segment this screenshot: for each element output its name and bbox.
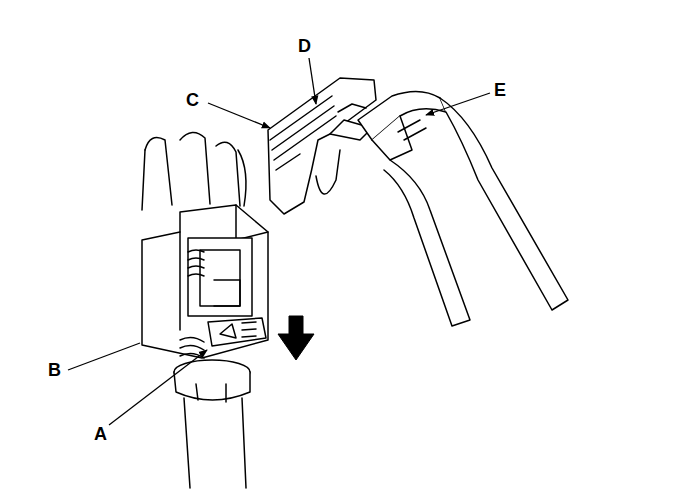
callout-letter: A (94, 424, 107, 444)
leader-line (68, 343, 140, 370)
callout-letter: C (186, 90, 199, 110)
leader-line (208, 103, 270, 128)
leader-line (309, 58, 316, 104)
callout-letter: D (298, 36, 311, 56)
callout-letter: E (494, 80, 506, 100)
callout-letter: B (48, 360, 61, 380)
leader-line (426, 93, 490, 115)
leader-line (109, 350, 207, 425)
